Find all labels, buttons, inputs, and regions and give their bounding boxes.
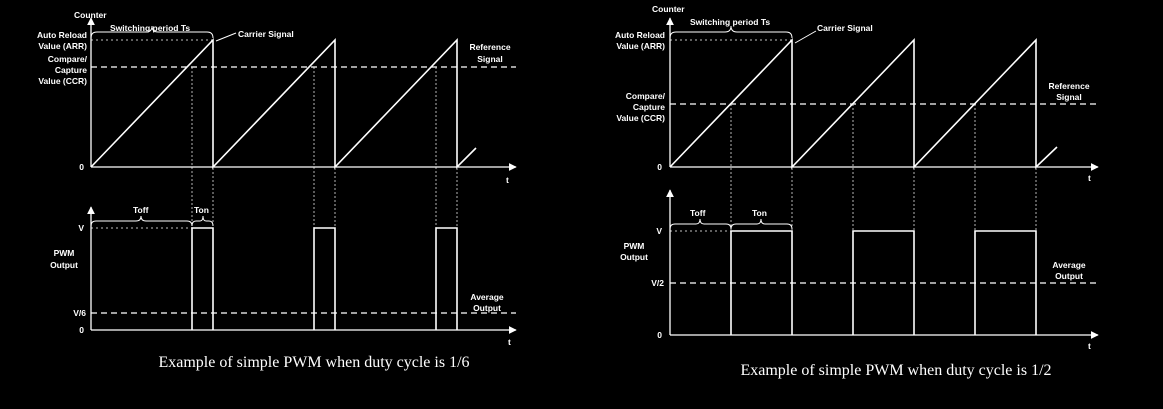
t-bottom-label: t [508, 337, 511, 347]
avg-value-label: V/6 [73, 308, 86, 318]
average-label-2: Output [473, 303, 501, 313]
avg-value-label: V/2 [651, 278, 664, 288]
pwm-pulses [91, 227, 458, 330]
switching-period-label: Switching period Ts [110, 23, 190, 33]
reference-label-1: Reference [469, 42, 510, 52]
switching-period-brace [669, 25, 793, 39]
ccr-label-2: Capture [633, 102, 665, 112]
ton-brace [730, 218, 793, 230]
guide-lines [191, 40, 458, 330]
reference-label-2: Signal [477, 54, 503, 64]
ccr-label-1: Compare/ [48, 54, 88, 64]
arr-label-1: Auto Reload [37, 30, 87, 40]
carrier-callout [215, 32, 237, 42]
pwm-label-2: Output [620, 252, 648, 262]
average-label-1: Average [470, 292, 504, 302]
toff-label: Toff [133, 205, 149, 215]
counter-label: Counter [652, 4, 685, 14]
zero-top-label: 0 [657, 162, 662, 172]
diagram-duty-1-6-labels: Counter Switching period Ts Carrier Sign… [37, 10, 511, 371]
diagram-duty-1-2-labels: Counter Switching period Ts Carrier Sign… [615, 4, 1091, 379]
caption: Example of simple PWM when duty cycle is… [158, 354, 469, 371]
toff-brace [669, 218, 732, 230]
t-top-label: t [1088, 173, 1091, 183]
zero-top-label: 0 [79, 162, 84, 172]
diagram-duty-1-2 [666, 17, 1099, 339]
ton-brace [191, 215, 214, 227]
ccr-label-3: Value (CCR) [38, 76, 87, 86]
zero-bottom-label: 0 [79, 325, 84, 335]
toff-label: Toff [690, 208, 706, 218]
t-bottom-label: t [1088, 341, 1091, 351]
arr-label-2: Value (ARR) [38, 41, 87, 51]
arr-label-2: Value (ARR) [616, 41, 665, 51]
pwm-label-1: PWM [624, 241, 645, 251]
pwm-label-2: Output [50, 260, 78, 270]
arr-label-1: Auto Reload [615, 30, 665, 40]
ccr-label-3: Value (CCR) [616, 113, 665, 123]
ccr-label-1: Compare/ [626, 91, 666, 101]
zero-bottom-label: 0 [657, 330, 662, 340]
v-label: V [78, 223, 84, 233]
caption: Example of simple PWM when duty cycle is… [740, 362, 1051, 379]
carrier-label: Carrier Signal [238, 29, 294, 39]
pwm-waveform [91, 228, 457, 330]
average-label-2: Output [1055, 271, 1083, 281]
ton-label: Ton [752, 208, 767, 218]
ton-label: Ton [194, 205, 209, 215]
reference-label-2: Signal [1056, 92, 1082, 102]
diagram-duty-1-6 [87, 17, 517, 334]
carrier-sawtooth [90, 38, 477, 169]
ccr-label-2: Capture [55, 65, 87, 75]
pwm-label-1: PWM [54, 248, 75, 258]
v-label: V [656, 226, 662, 236]
reference-label-1: Reference [1048, 81, 1089, 91]
average-label-1: Average [1052, 260, 1086, 270]
switching-period-label: Switching period Ts [690, 17, 770, 27]
toff-brace [90, 215, 193, 227]
carrier-label: Carrier Signal [817, 23, 873, 33]
guide-lines [730, 40, 1037, 335]
t-top-label: t [506, 175, 509, 185]
switching-period-brace [90, 25, 214, 39]
carrier-callout [794, 30, 817, 44]
counter-label: Counter [74, 10, 107, 20]
